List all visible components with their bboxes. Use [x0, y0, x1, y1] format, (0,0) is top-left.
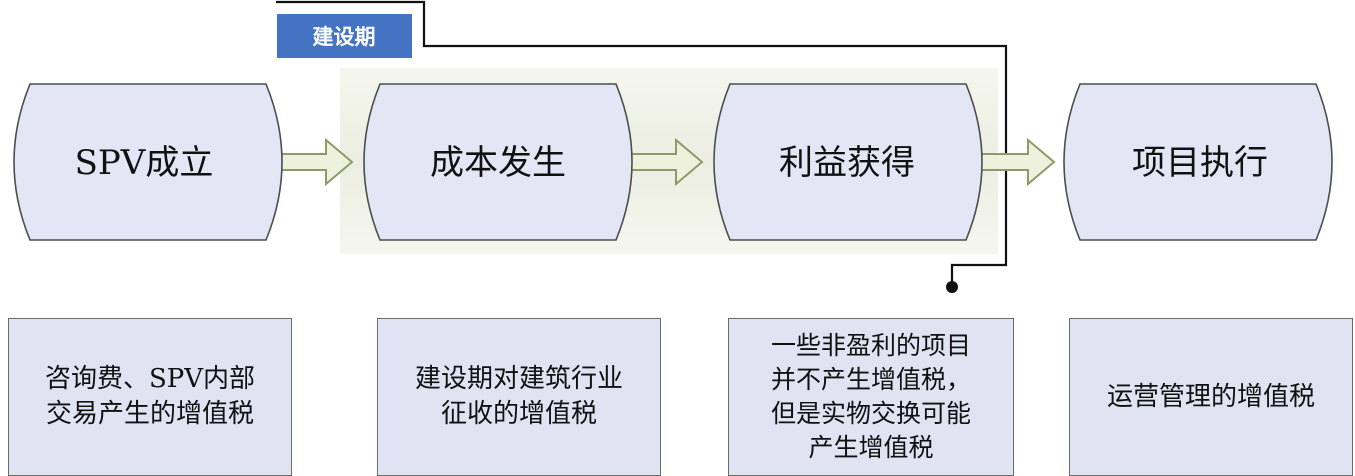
note-line: 但是实物交换可能	[770, 399, 971, 428]
stage-benefit-obtained: 利益获得	[713, 83, 983, 241]
stage-label: 项目执行	[1132, 143, 1268, 183]
note-line: 并不产生增值税，	[770, 365, 971, 394]
stage-label: 利益获得	[779, 143, 915, 183]
phase-bracket-line	[276, 0, 1008, 287]
stage-label: SPV成立	[75, 143, 214, 183]
note-box-operation: 运营管理的增值税	[1069, 318, 1353, 476]
stage-cost-incurred: 成本发生	[363, 83, 633, 241]
note-line: 产生增值税	[808, 433, 934, 462]
note-box-construction: 建设期对建筑行业 征收的增值税	[377, 318, 661, 476]
note-line: 运营管理的增值税	[1106, 381, 1315, 412]
note-line: 交易产生的增值税	[45, 399, 254, 429]
note-box-benefit: 一些非盈利的项目 并不产生增值税， 但是实物交换可能 产生增值税	[728, 318, 1014, 476]
phase-tag: 建设期	[277, 14, 412, 58]
stage-spv-established: SPV成立	[13, 83, 283, 241]
note-line: 征收的增值税	[440, 399, 597, 429]
note-line: 建设期对建筑行业	[414, 364, 623, 394]
phase-tag-label: 建设期	[313, 25, 376, 49]
phase-bracket-end-dot	[946, 281, 958, 293]
stage-project-execution: 项目执行	[1063, 83, 1333, 241]
note-line: 咨询费、SPV内部	[44, 364, 256, 394]
note-line: 一些非盈利的项目	[770, 331, 971, 360]
note-box-spv: 咨询费、SPV内部 交易产生的增值税	[8, 318, 292, 476]
stage-label: 成本发生	[430, 143, 566, 183]
